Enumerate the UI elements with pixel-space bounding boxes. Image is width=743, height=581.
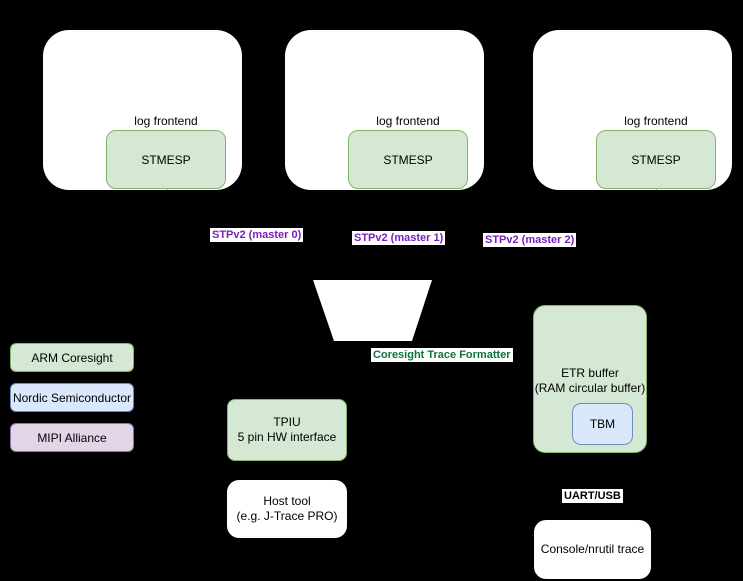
stpv2-master1-label: STPv2 (master 1) [352,231,446,245]
log-frontend-label: log frontend [376,114,440,128]
uart-usb-label: UART/USB [562,489,623,503]
log-frontend-box-1: log frontend STMESP [285,30,484,190]
etr-buffer-title: ETR buffer [561,366,619,380]
tbm-block: TBM [572,403,633,445]
log-frontend-box-2: log frontend STMESP [533,30,732,190]
etr-buffer-subtitle: (RAM circular buffer) [534,381,646,395]
stpv2-master0-label: STPv2 (master 0) [210,228,304,242]
etr-buffer-label: ETR buffer (RAM circular buffer) [534,366,646,396]
stmesp-block-2: STMESP [596,130,716,189]
log-frontend-label: log frontend [134,114,198,128]
legend-arm-coresight: ARM Coresight [10,343,134,372]
tpiu-title: TPIU [273,415,301,429]
log-frontend-box-0: log frontend STMESP [43,30,242,190]
coresight-trace-formatter-label: Coresight Trace Formatter [371,348,513,362]
legend-mipi-alliance: MIPI Alliance [10,423,134,452]
tpiu-subtitle: 5 pin HW interface [237,430,337,444]
stmesp-block-1: STMESP [348,130,468,189]
host-tool-block: Host tool (e.g. J-Trace PRO) [227,480,347,538]
tpiu-block: TPIU 5 pin HW interface [227,399,347,461]
host-tool-subtitle: (e.g. J-Trace PRO) [236,509,338,523]
host-tool-title: Host tool [263,494,311,508]
console-trace-block: Console/nrutil trace [534,520,651,579]
log-frontend-label: log frontend [624,114,688,128]
trace-funnel-shape [313,280,432,341]
stpv2-master2-label: STPv2 (master 2) [483,233,577,247]
legend-nordic-semiconductor: Nordic Semiconductor [10,383,134,412]
arrow-funnel-tpiu [288,341,374,397]
etr-buffer-block: ETR buffer (RAM circular buffer) TBM [533,305,647,453]
stmesp-block-0: STMESP [106,130,226,189]
